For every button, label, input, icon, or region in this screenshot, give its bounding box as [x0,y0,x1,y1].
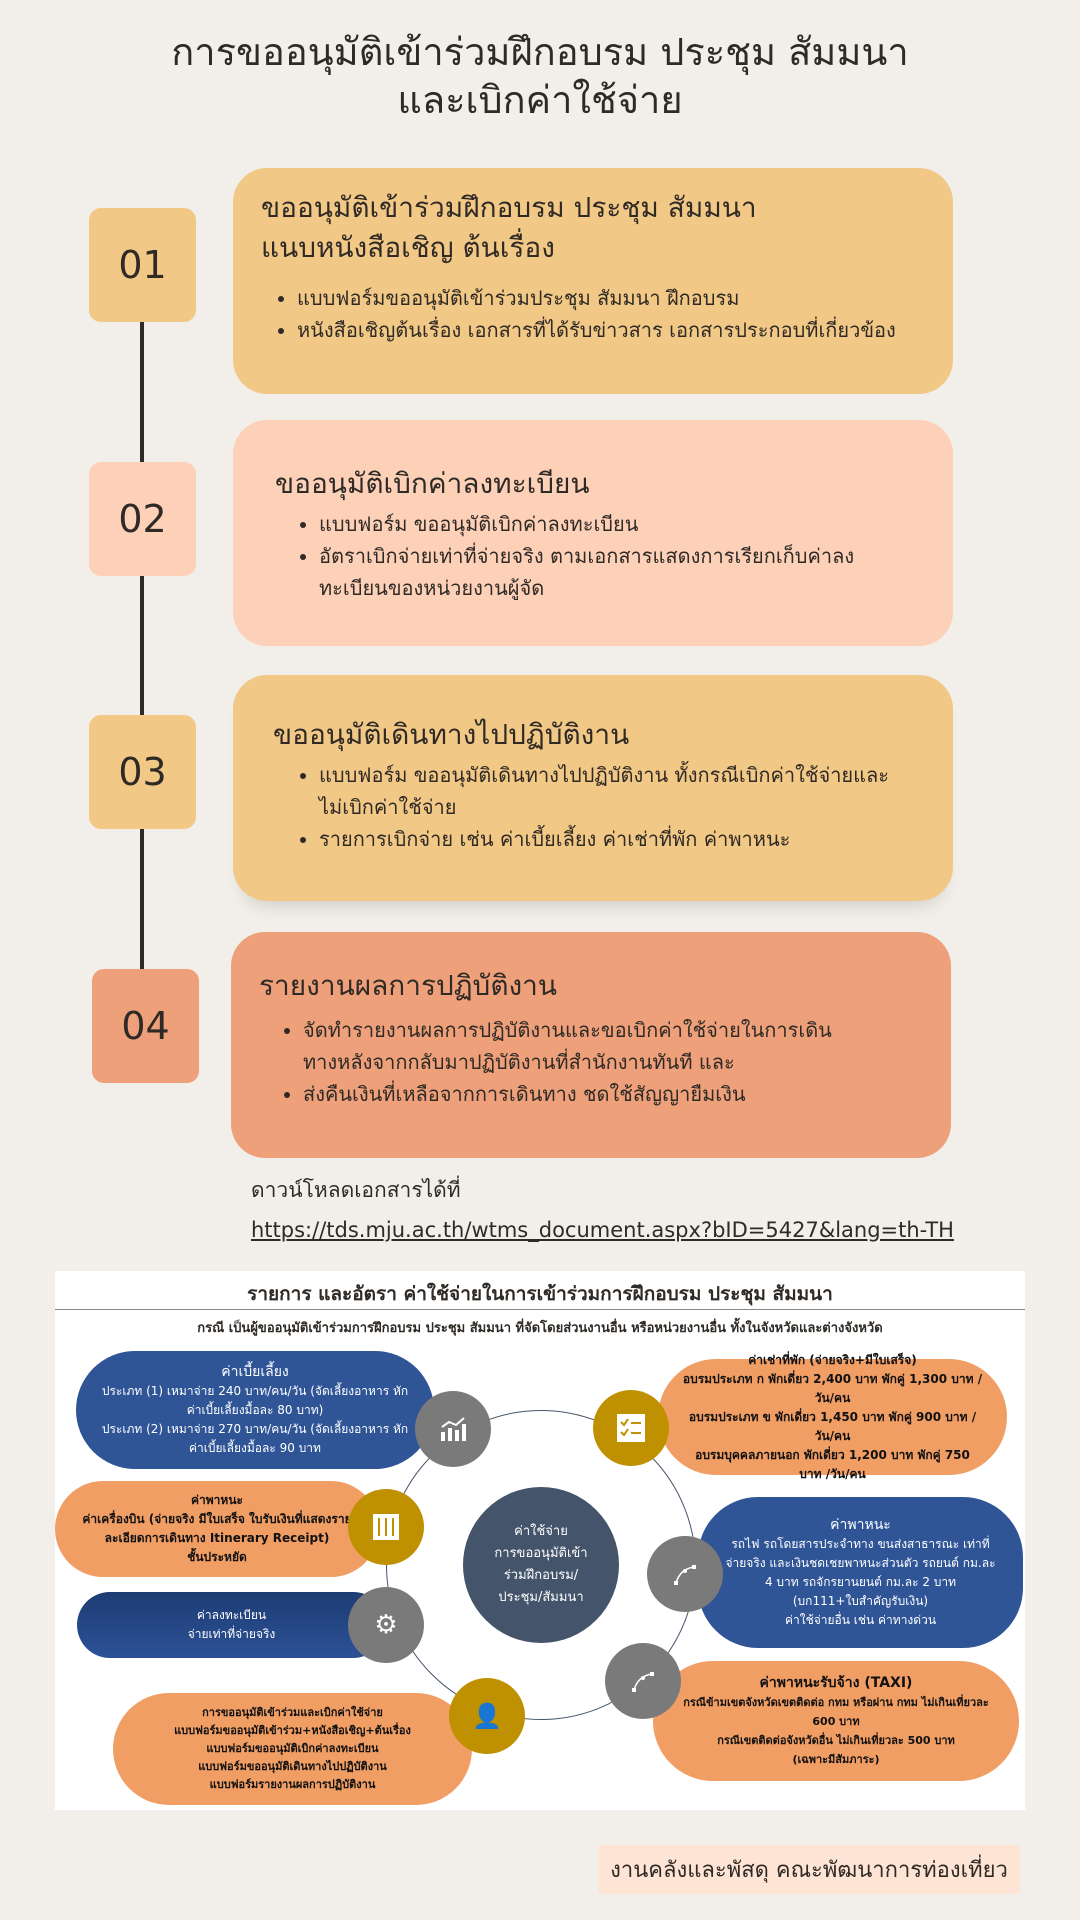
step-number-1: 01 [89,208,196,322]
footer-credit: งานคลังและพัสดุ คณะพัฒนาการท่องเที่ยว [598,1845,1020,1894]
branch-icon [605,1643,681,1719]
download-section: ดาวน์โหลดเอกสารได้ที่ https://tds.mju.ac… [251,1170,954,1250]
step-title: รายงานผลการปฏิบัติงาน [259,969,558,1002]
branch-icon [647,1536,723,1612]
chart-icon [415,1391,491,1467]
step-number-4: 04 [92,969,199,1083]
step-number-2: 02 [89,462,196,576]
bullet: แบบฟอร์ม ขออนุมัติเดินทางไปปฏิบัติงาน ทั… [319,759,895,823]
step-card-4: รายงานผลการปฏิบัติงาน จัดทำรายงานผลการปฏ… [231,932,951,1158]
timeline-line [140,322,144,972]
registration-pill: ค่าลงทะเบียนจ่ายเท่าที่จ่ายจริง [77,1592,386,1658]
bullet: หนังสือเชิญต้นเรื่อง เอกสารที่ได้รับข่าว… [297,314,925,346]
gears-icon: ⚙ [348,1587,424,1663]
transport-pill: ค่าพาหนะรถไฟ รถโดยสารประจำทาง ขนส่งสาธาร… [698,1497,1023,1648]
bullet: แบบฟอร์มขออนุมัติเข้าร่วมประชุม สัมมนา ฝ… [297,282,925,314]
page-title: การขออนุมัติเข้าร่วมฝึกอบรม ประชุม สัมมน… [171,30,909,122]
infographic-title: รายการ และอัตรา ค่าใช้จ่ายในการเข้าร่วมก… [247,1283,833,1305]
step-number-3: 03 [89,715,196,829]
step-card-3: ขออนุมัติเดินทางไปปฏิบัติงาน แบบฟอร์ม ขอ… [233,675,953,901]
center-circle: ค่าใช้จ่ายการขออนุมัติเข้าร่วมฝึกอบรม/ปร… [463,1487,619,1643]
forms-pill: การขออนุมัติเข้าร่วมและเบิกค่าใช้จ่ายแบบ… [113,1693,472,1805]
bullet: แบบฟอร์ม ขออนุมัติเบิกค่าลงทะเบียน [319,508,865,540]
taxi-pill: ค่าพาหนะรับจ้าง (TAXI)กรณีข้ามเขตจังหวัด… [653,1661,1019,1781]
sliders-icon [348,1489,424,1565]
step-title: ขออนุมัติเข้าร่วมฝึกอบรม ประชุม สัมมนาแน… [261,191,757,264]
lodging-pill: ค่าเช่าที่พัก (จ่ายจริง+มีใบเสร็จ)อบรมปร… [658,1353,1007,1481]
airfare-pill: ค่าพาหนะค่าเครื่องบิน (จ่ายจริง มีใบเสร็… [55,1481,379,1577]
user-settings-icon: 👤 [449,1678,525,1754]
infographic-subtitle: กรณี เป็นผู้ขออนุมัติเข้าร่วมการฝึกอบรม … [197,1321,883,1336]
divider [55,1309,1025,1310]
bullet: อัตราเบิกจ่ายเท่าที่จ่ายจริง ตามเอกสารแส… [319,540,865,604]
bullet: ส่งคืนเงินที่เหลือจากการเดินทาง ชดใช้สัญ… [303,1078,843,1110]
step-title: ขออนุมัติเดินทางไปปฏิบัติงาน [273,718,630,751]
checklist-icon [593,1390,669,1466]
download-link[interactable]: https://tds.mju.ac.th/wtms_document.aspx… [251,1218,954,1242]
step-title: ขออนุมัติเบิกค่าลงทะเบียน [275,467,590,500]
bullet: จัดทำรายงานผลการปฏิบัติงานและขอเบิกค่าใช… [303,1014,843,1078]
bullet: รายการเบิกจ่าย เช่น ค่าเบี้ยเลี้ยง ค่าเช… [319,823,895,855]
step-card-1: ขออนุมัติเข้าร่วมฝึกอบรม ประชุม สัมมนาแน… [233,168,953,394]
step-card-2: ขออนุมัติเบิกค่าลงทะเบียน แบบฟอร์ม ขออนุ… [233,420,953,646]
expense-infographic: รายการ และอัตรา ค่าใช้จ่ายในการเข้าร่วมก… [55,1271,1025,1810]
allowance-pill: ค่าเบี้ยเลี้ยง ประเภท (1) เหมาจ่าย 240 บ… [76,1351,434,1469]
